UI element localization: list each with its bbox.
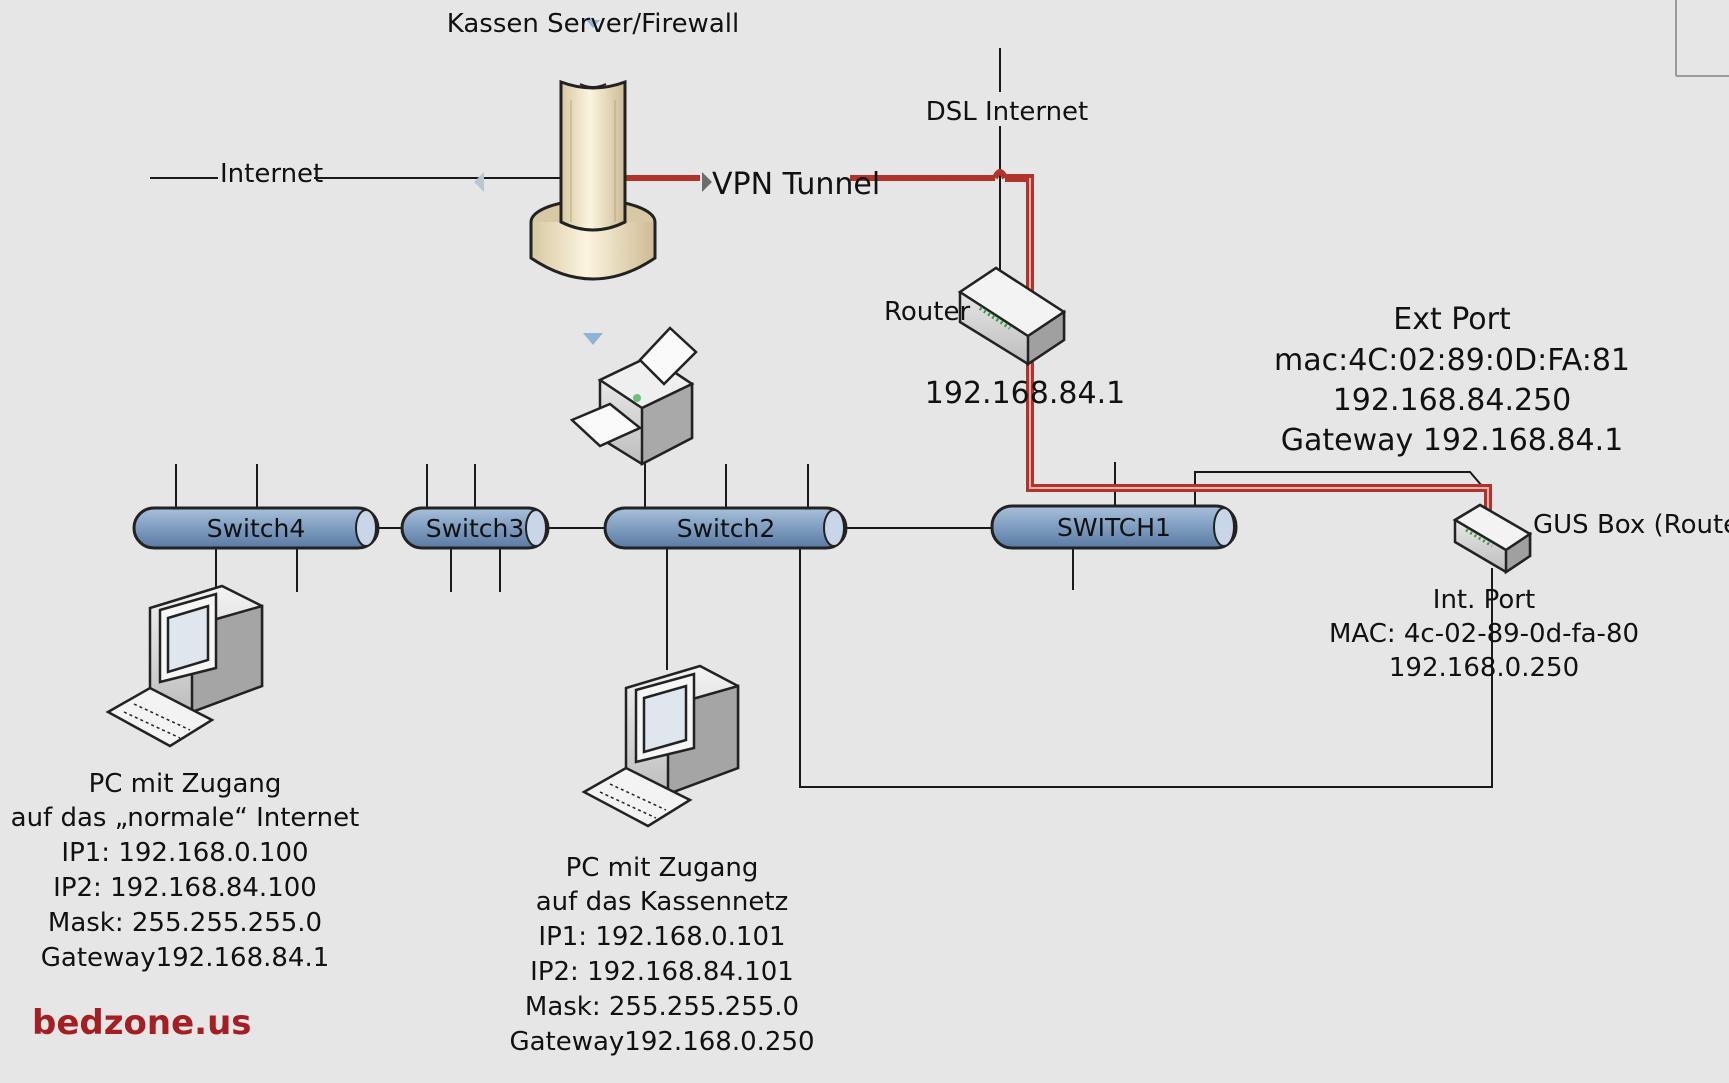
network-cables — [150, 48, 1493, 788]
firewall-server-icon — [529, 79, 657, 281]
internet-label: Internet — [220, 159, 323, 189]
int-ip-label: 192.168.0.250 — [1389, 653, 1579, 683]
pc-left-line: PC mit Zugang — [89, 769, 282, 799]
pc-left-line: auf das „normale“ Internet — [11, 803, 360, 833]
printer-icon — [569, 326, 698, 467]
switch1-label: SWITCH1 — [1057, 513, 1171, 542]
arrow-down-icon — [583, 333, 603, 345]
pc-center-line: PC mit Zugang — [566, 853, 759, 883]
pc-left-icon — [105, 584, 264, 748]
pc-center-line: IP2: 192.168.84.101 — [530, 957, 794, 987]
pc-left-line: IP1: 192.168.0.100 — [61, 838, 308, 868]
switch2-label: Switch2 — [677, 514, 776, 543]
vpn-tunnel-label: VPN Tunnel — [712, 167, 880, 202]
arrow-left-icon — [474, 172, 484, 192]
gus-box-label: GUS Box (Router) — [1533, 510, 1729, 540]
pc-center-icon — [581, 664, 740, 828]
router-label: Router — [884, 297, 970, 327]
pc-left-line: IP2: 192.168.84.100 — [53, 873, 317, 903]
int-port-label: Int. Port — [1433, 585, 1535, 615]
frame-corner — [1675, 0, 1729, 77]
pc-center-line: auf das Kassennetz — [536, 887, 788, 917]
switch3 — [400, 506, 550, 550]
pc-center-line: Mask: 255.255.255.0 — [525, 992, 799, 1022]
int-mac-label: MAC: 4c-02-89-0d-fa-80 — [1329, 619, 1639, 649]
pc-center-line: Gateway192.168.0.250 — [509, 1027, 814, 1057]
switch4-label: Switch4 — [207, 514, 306, 543]
ext-ip-label: 192.168.84.250 — [1333, 383, 1572, 418]
ext-port-label: Ext Port — [1393, 302, 1511, 337]
router-ip-label: 192.168.84.1 — [925, 376, 1125, 411]
watermark-text: bedzone.us — [32, 1003, 252, 1043]
switch2 — [603, 506, 848, 550]
ext-mac-label: mac:4C:02:89:0D:FA:81 — [1274, 343, 1630, 378]
arrow-right-icon — [702, 172, 712, 192]
dsl-internet-label: DSL Internet — [926, 97, 1089, 127]
pc-left-line: Mask: 255.255.255.0 — [48, 908, 322, 938]
switch1 — [990, 504, 1238, 550]
server-label: Kassen Server/Firewall — [447, 9, 739, 39]
pc-center-info: PC mit Zugang auf das Kassennetz IP1: 19… — [509, 853, 814, 1057]
pc-center-line: IP1: 192.168.0.101 — [538, 922, 785, 952]
gus-box-router-icon — [1452, 503, 1533, 575]
arrow-down-icon — [586, 20, 600, 28]
router-icon — [957, 266, 1067, 367]
arrow-icons — [474, 20, 712, 345]
pc-left-info: PC mit Zugang auf das „normale“ Internet… — [11, 769, 360, 973]
ext-gateway-label: Gateway 192.168.84.1 — [1281, 423, 1623, 458]
pc-left-line: Gateway192.168.84.1 — [41, 943, 330, 973]
switch3-label: Switch3 — [426, 514, 525, 543]
switch4 — [132, 506, 380, 550]
